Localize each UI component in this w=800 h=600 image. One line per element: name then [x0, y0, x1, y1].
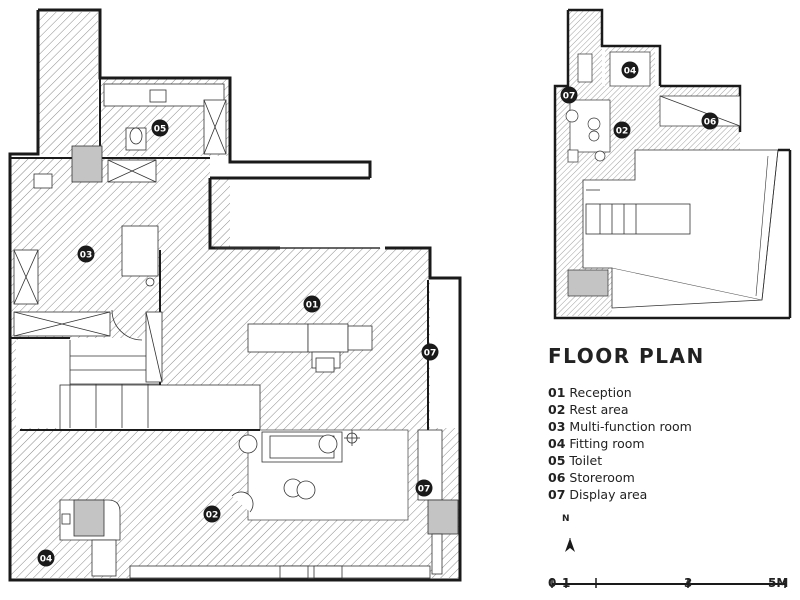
- legend-label: Toilet: [569, 453, 603, 468]
- tag-text: 04: [624, 67, 637, 77]
- mezz-tag-06: 06: [701, 112, 719, 130]
- tag-text: 07: [418, 485, 431, 495]
- tag-text: 02: [616, 127, 629, 137]
- tag-02-rest: 02: [203, 505, 221, 523]
- tag-text: 02: [206, 511, 219, 521]
- legend-number: 02: [548, 402, 566, 417]
- tag-text: 01: [306, 301, 319, 311]
- legend-label: Fitting room: [569, 436, 645, 451]
- mezz-tag-04: 04: [621, 61, 639, 79]
- tag-01-reception: 01: [303, 295, 321, 313]
- tag-text: 03: [80, 251, 93, 261]
- scale-label-0: 0: [548, 576, 557, 590]
- tag-03-multi: 03: [77, 245, 95, 263]
- scale-label-1: 1: [562, 576, 571, 590]
- legend-number: 04: [548, 436, 566, 451]
- room-tags: 05 03 01 07 07 02 04 04 07 02 06: [37, 61, 719, 567]
- plan-title: FLOOR PLAN: [548, 344, 705, 368]
- tag-text: 07: [424, 349, 437, 359]
- legend-number: 01: [548, 385, 566, 400]
- tag-04-fitting: 04: [37, 549, 55, 567]
- legend-label: Reception: [569, 385, 632, 400]
- legend-number: 03: [548, 419, 566, 434]
- stair-area: [16, 340, 261, 431]
- scale-label-5m: 5M: [768, 576, 789, 590]
- tag-05-toilet: 05: [151, 119, 169, 137]
- scale-label-3: 3: [684, 576, 693, 590]
- tag-07-display-a: 07: [421, 343, 439, 361]
- north-label: N: [562, 514, 570, 524]
- legend-label: Multi-function room: [569, 419, 692, 434]
- mezz-tag-02: 02: [613, 121, 631, 139]
- north-arrow-icon: [565, 538, 575, 552]
- tag-text: 05: [154, 125, 167, 135]
- scale-bar: [551, 578, 786, 588]
- legend-label: Rest area: [569, 402, 629, 417]
- legend-label: Storeroom: [569, 470, 635, 485]
- tag-text: 04: [40, 555, 53, 565]
- tag-text: 06: [704, 118, 717, 128]
- tag-text: 07: [563, 92, 576, 102]
- legend-number: 07: [548, 487, 566, 502]
- legend-number: 06: [548, 470, 566, 485]
- mezzanine-plan: [553, 8, 792, 320]
- main-floor-plan: [8, 8, 462, 582]
- legend-label: Display area: [569, 487, 648, 502]
- legend-number: 05: [548, 453, 566, 468]
- mezz-tag-07: 07: [560, 86, 578, 104]
- furniture: [13, 83, 459, 579]
- tag-07-display-b: 07: [415, 479, 433, 497]
